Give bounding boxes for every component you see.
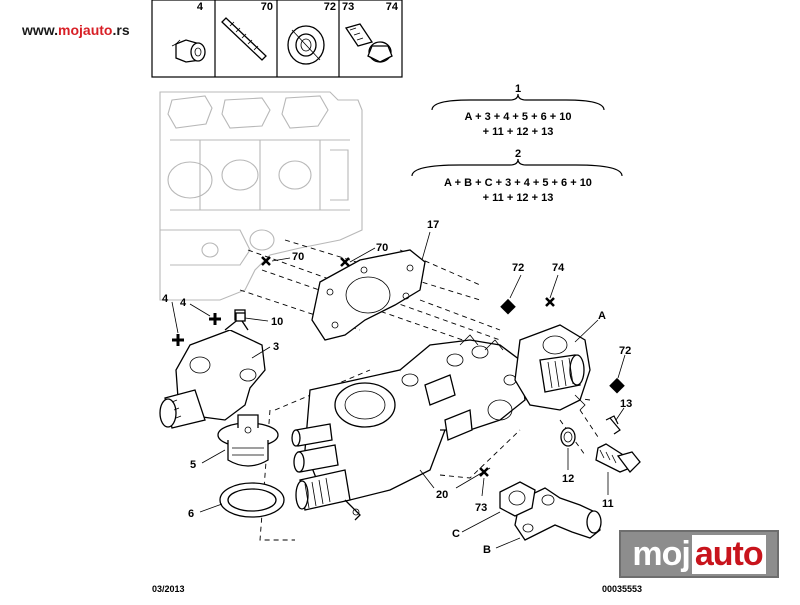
sensor-11 xyxy=(595,443,641,473)
legend-strip: 4 70 72 73 74 xyxy=(151,0,403,78)
callout-B: B xyxy=(483,544,491,556)
outlet-housing-A xyxy=(514,324,591,411)
site-url[interactable]: www.mojauto.rs xyxy=(22,22,130,38)
callout-13: 13 xyxy=(620,398,632,410)
engine-block-outline xyxy=(159,91,363,301)
cross-marker xyxy=(545,297,555,307)
kit-formula-1: 1 A + 3 + 4 + 5 + 6 + 10 + 11 + 12 + 13 xyxy=(431,83,605,138)
footer-ref: 00035553 xyxy=(602,584,642,594)
legend-label-70: 70 xyxy=(261,1,273,13)
site-url-suffix: .rs xyxy=(112,22,130,38)
kit-1-line1: A + 3 + 4 + 5 + 6 + 10 xyxy=(465,111,572,123)
gasket-17 xyxy=(311,249,426,341)
callout-70-right: 70 xyxy=(376,242,388,254)
kit-2-number: 2 xyxy=(515,148,521,160)
square-marker xyxy=(609,377,625,394)
site-url-prefix: www. xyxy=(22,22,59,38)
callout-11: 11 xyxy=(602,498,614,510)
callout-17: 17 xyxy=(427,219,439,231)
callout-70-left: 70 xyxy=(292,251,304,263)
seal-12 xyxy=(560,427,576,447)
callout-3: 3 xyxy=(273,341,279,353)
callout-12: 12 xyxy=(562,473,574,485)
watermark-part2: auto xyxy=(691,534,766,574)
bolt-icon xyxy=(344,23,393,63)
callout-72-top: 72 xyxy=(512,262,524,274)
kit-1-line2: + 11 + 12 + 13 xyxy=(483,126,554,138)
callout-73: 73 xyxy=(475,502,487,514)
callout-20: 20 xyxy=(436,489,448,501)
callout-C: C xyxy=(452,528,460,540)
square-marker xyxy=(500,298,516,315)
legend-label-74: 74 xyxy=(386,1,399,13)
kit-2-line2: + 11 + 12 + 13 xyxy=(483,192,554,204)
water-outlet-housing-20 xyxy=(291,334,526,521)
callout-6: 6 xyxy=(188,508,194,520)
kit-1-number: 1 xyxy=(515,83,521,95)
leader-lines xyxy=(171,231,626,549)
plus-marker xyxy=(172,334,184,346)
callout-4-right: 4 xyxy=(180,297,187,309)
pipe-B xyxy=(514,487,602,541)
legend-label-72: 72 xyxy=(324,1,336,13)
cross-marker xyxy=(261,256,271,266)
callout-72-right: 72 xyxy=(619,345,631,357)
o-ring-6 xyxy=(219,482,285,518)
callout-labels: 17 70 70 72 74 A 4 4 10 3 72 13 5 6 12 2… xyxy=(162,219,632,556)
watermark-part1: moj xyxy=(632,534,690,573)
footer-date: 03/2013 xyxy=(152,584,185,594)
seal-icon xyxy=(287,25,325,65)
thermostat-housing-3 xyxy=(159,309,266,429)
callout-74: 74 xyxy=(552,262,565,274)
kit-2-line1: A + B + C + 3 + 4 + 5 + 6 + 10 xyxy=(444,177,592,189)
callout-10: 10 xyxy=(271,316,283,328)
cross-marker xyxy=(340,257,350,267)
callout-5: 5 xyxy=(190,459,196,471)
callout-4-left: 4 xyxy=(162,293,169,305)
clip-13 xyxy=(605,415,621,435)
kit-formula-2: 2 A + B + C + 3 + 4 + 5 + 6 + 10 + 11 + … xyxy=(411,148,623,204)
legend-label-73: 73 xyxy=(342,1,354,13)
site-url-brand: mojauto xyxy=(58,22,113,38)
callout-A: A xyxy=(598,310,606,322)
plug-icon xyxy=(171,39,206,63)
plug-10 xyxy=(235,312,246,322)
cross-marker xyxy=(479,467,489,477)
thermostat-5 xyxy=(217,414,279,467)
gasket-C xyxy=(499,481,536,517)
fastener-markers xyxy=(172,256,625,477)
legend-label-4: 4 xyxy=(197,1,204,13)
stud-icon xyxy=(221,17,267,61)
plus-marker xyxy=(209,313,221,325)
